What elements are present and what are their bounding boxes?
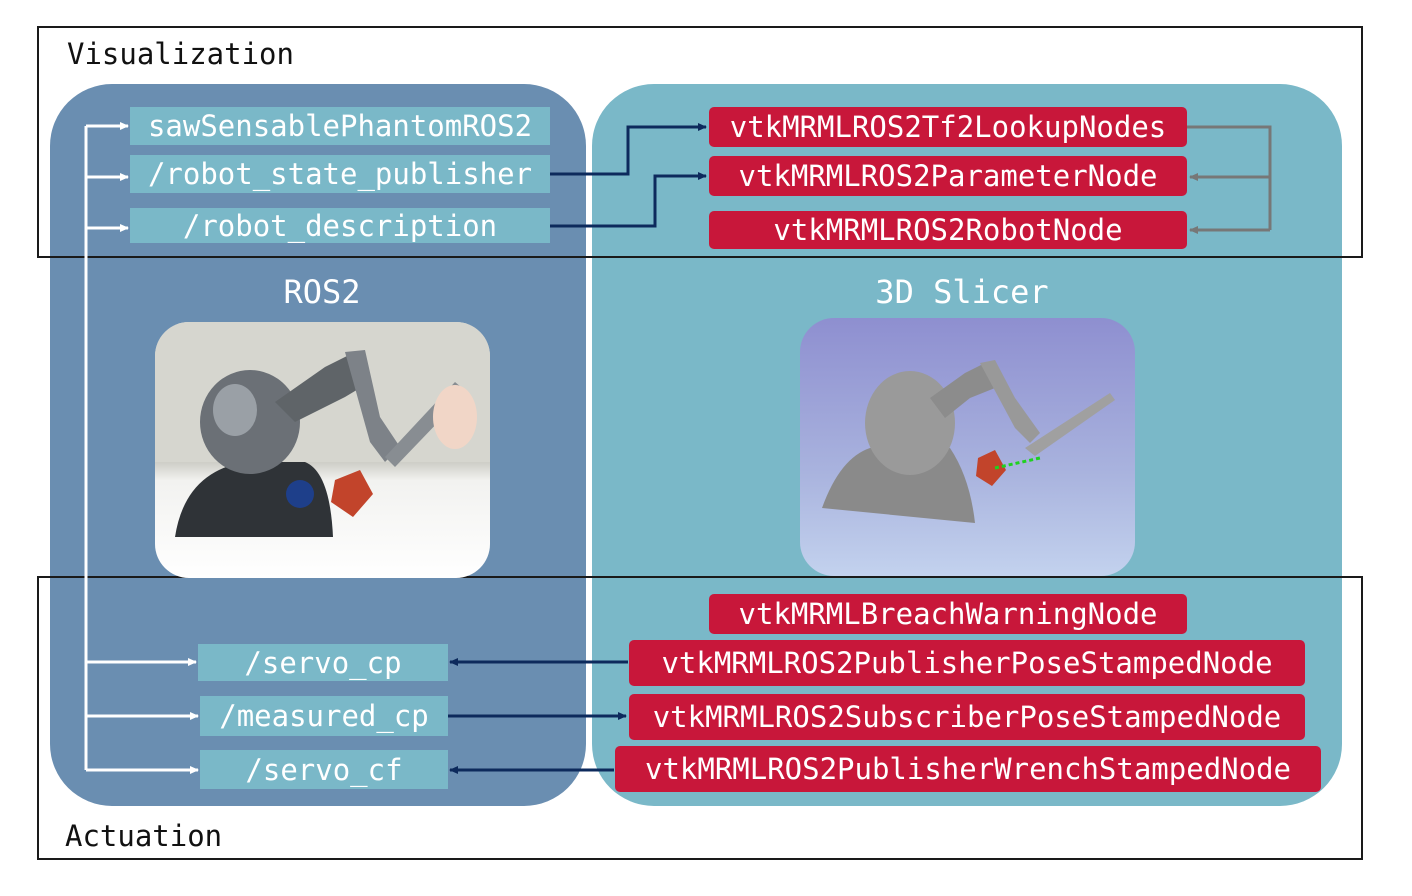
slicer-title: 3D Slicer: [875, 273, 1049, 311]
slicer-render-illustration: [822, 360, 1115, 523]
topic-robot-description: /robot_description: [130, 208, 550, 243]
slicer-render: [800, 318, 1135, 576]
robot-photo: [155, 322, 490, 578]
topic-robot-state-publisher: /robot_state_publisher: [130, 155, 550, 193]
node-publisher-pose-stamped: vtkMRMLROS2PublisherPoseStampedNode: [629, 640, 1305, 686]
actuation-frame: [37, 576, 1363, 860]
topic-servo-cf: /servo_cf: [200, 750, 448, 789]
node-robot: vtkMRMLROS2RobotNode: [709, 211, 1187, 249]
ros2-title: ROS2: [283, 273, 361, 311]
slicer-internal-arrows: [1187, 125, 1272, 234]
ros-slicer-arrows: [448, 123, 707, 774]
node-breach-warning: vtkMRMLBreachWarningNode: [709, 594, 1187, 634]
robot-photo-illustration: [155, 322, 490, 537]
node-parameter: vtkMRMLROS2ParameterNode: [709, 156, 1187, 196]
node-tf2-lookup: vtkMRMLROS2Tf2LookupNodes: [709, 107, 1187, 147]
node-subscriber-pose-stamped: vtkMRMLROS2SubscriberPoseStampedNode: [629, 694, 1305, 740]
visualization-frame: [37, 26, 1363, 258]
topic-measured-cp: /measured_cp: [200, 696, 448, 736]
node-publisher-wrench-stamped: vtkMRMLROS2PublisherWrenchStampedNode: [615, 746, 1321, 792]
topic-servo-cp: /servo_cp: [198, 644, 448, 681]
topic-saw-sensable-phantom: sawSensablePhantomROS2: [130, 107, 550, 145]
ros-bus-arrows: [84, 122, 199, 774]
visualization-label: Visualization: [67, 37, 294, 71]
actuation-label: Actuation: [65, 819, 223, 853]
